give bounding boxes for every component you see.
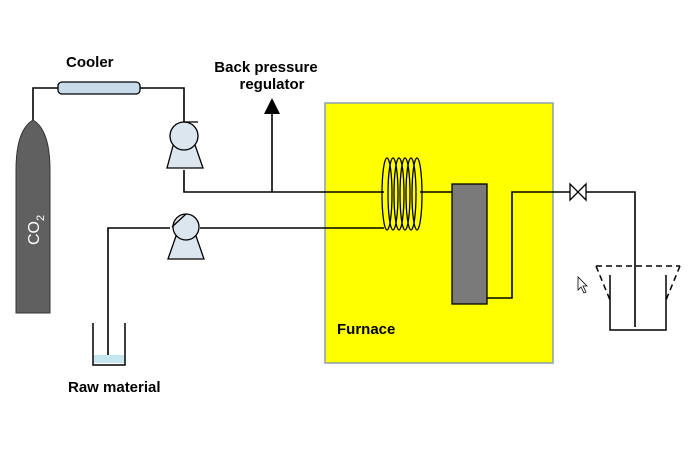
heating-coil [381,157,423,231]
co2-cylinder [15,119,51,314]
cooler-label: Cooler [66,54,114,71]
furnace-label: Furnace [337,321,395,338]
pipe-raw-material-line [107,227,170,360]
furnace-box [324,102,554,364]
raw-material-beaker [92,323,126,366]
raw-material-label: Raw material [68,379,161,396]
mouse-pointer-icon [577,276,588,294]
pipe-co2-feed-line [183,170,384,193]
pipe-reactor-outlet [487,191,570,299]
cooler [57,81,141,95]
pipe-cylinder-to-cooler [32,87,58,125]
outlet-valve [569,182,587,202]
raw-material-pump [167,213,205,260]
pipe-cooler-to-pump [140,87,185,124]
co2-cylinder-label: CO2 [26,215,47,245]
reactor-column [451,183,488,305]
product-collector [595,265,681,331]
co2-pump [166,121,204,169]
back-pressure-regulator-label-line2: regulator [239,76,304,93]
back-pressure-regulator-label: Back pressure [214,59,317,76]
pipe-valve-to-collector [586,191,636,327]
